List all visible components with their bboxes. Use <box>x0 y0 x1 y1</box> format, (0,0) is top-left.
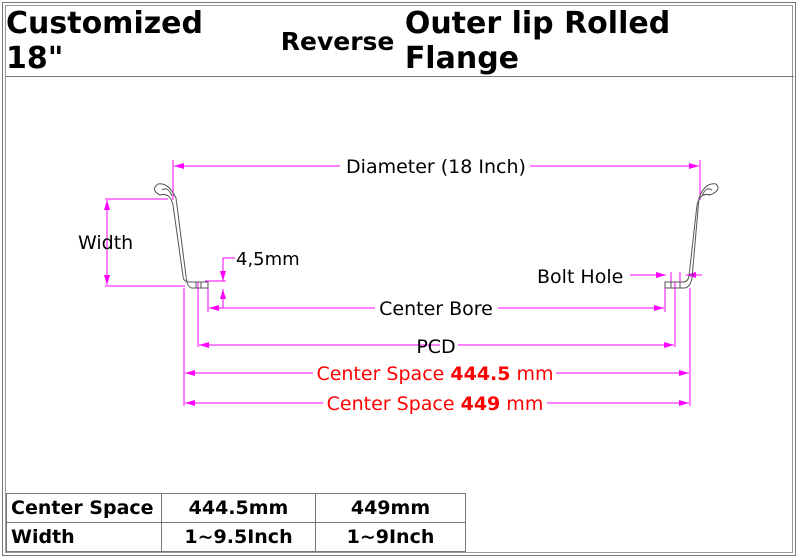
title-part-1: Customized 18" <box>6 6 204 76</box>
cell-value: 1~9Inch <box>315 522 466 552</box>
drawing-inner-frame <box>5 5 793 553</box>
title-part-3: Outer lip Rolled Flange <box>404 6 671 76</box>
title-part-2: Reverse <box>280 26 395 56</box>
center-space-449-label: Center Space 449 mm <box>327 393 544 415</box>
row-label: Center Space <box>6 493 162 523</box>
bolt-hole-label: Bolt Hole <box>537 266 623 288</box>
thickness-label: 4,5mm <box>236 249 300 270</box>
cell-value: 1~9.5Inch <box>161 522 316 552</box>
center-bore-dimension <box>207 288 666 312</box>
diameter-label: Diameter (18 Inch) <box>346 156 526 178</box>
center-bore-label: Center Bore <box>379 298 493 320</box>
row-label: Width <box>6 522 162 552</box>
pcd-dimension <box>197 282 676 348</box>
pcd-label: PCD <box>416 336 455 358</box>
cell-value: 449mm <box>315 493 466 523</box>
spec-table: Center Space 444.5mm 449mm Width 1~9.5In… <box>6 493 466 552</box>
width-dimension <box>104 198 185 287</box>
width-label: Width <box>78 232 133 254</box>
table-row: Center Space 444.5mm 449mm <box>6 493 466 523</box>
thickness-dimension <box>205 257 235 308</box>
page-title: Customized 18" Reverse Outer lip Rolled … <box>6 6 794 77</box>
center-space-444-label: Center Space 444.5 mm <box>316 363 553 385</box>
table-row: Width 1~9.5Inch 1~9Inch <box>6 522 466 552</box>
right-flange-profile <box>664 183 719 289</box>
center-space-dimensions <box>183 288 691 406</box>
left-flange-profile <box>154 183 209 289</box>
cell-value: 444.5mm <box>161 493 316 523</box>
